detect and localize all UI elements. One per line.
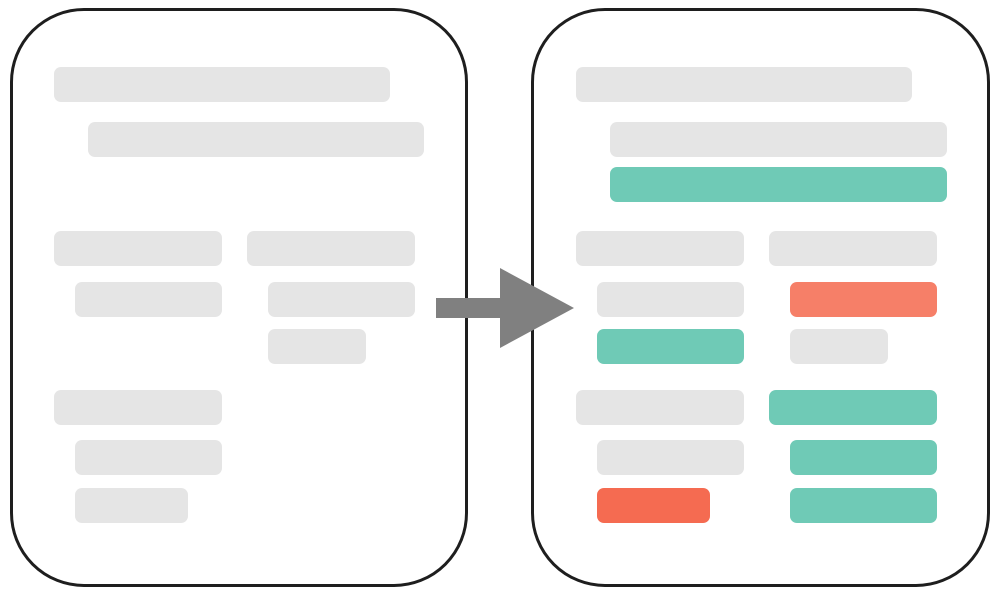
before-block: [75, 488, 188, 523]
before-block: [247, 231, 415, 266]
before-block: [54, 67, 390, 102]
after-block: [576, 231, 744, 266]
before-block: [54, 231, 222, 266]
before-block: [268, 282, 415, 317]
before-block: [54, 390, 222, 425]
after-block-removed: [597, 488, 710, 523]
after-block-added: [610, 167, 947, 202]
after-block: [769, 231, 937, 266]
after-block: [597, 282, 744, 317]
before-block: [75, 440, 222, 475]
before-block: [75, 282, 222, 317]
after-block-added: [769, 390, 937, 425]
after-block-modified: [790, 282, 937, 317]
after-block-added: [790, 488, 937, 523]
after-block: [576, 67, 912, 102]
after-block: [610, 122, 947, 157]
before-block: [268, 329, 366, 364]
after-block: [597, 440, 744, 475]
after-block: [576, 390, 744, 425]
before-block: [88, 122, 424, 157]
after-block: [790, 329, 888, 364]
after-block-added: [790, 440, 937, 475]
after-block-added: [597, 329, 744, 364]
